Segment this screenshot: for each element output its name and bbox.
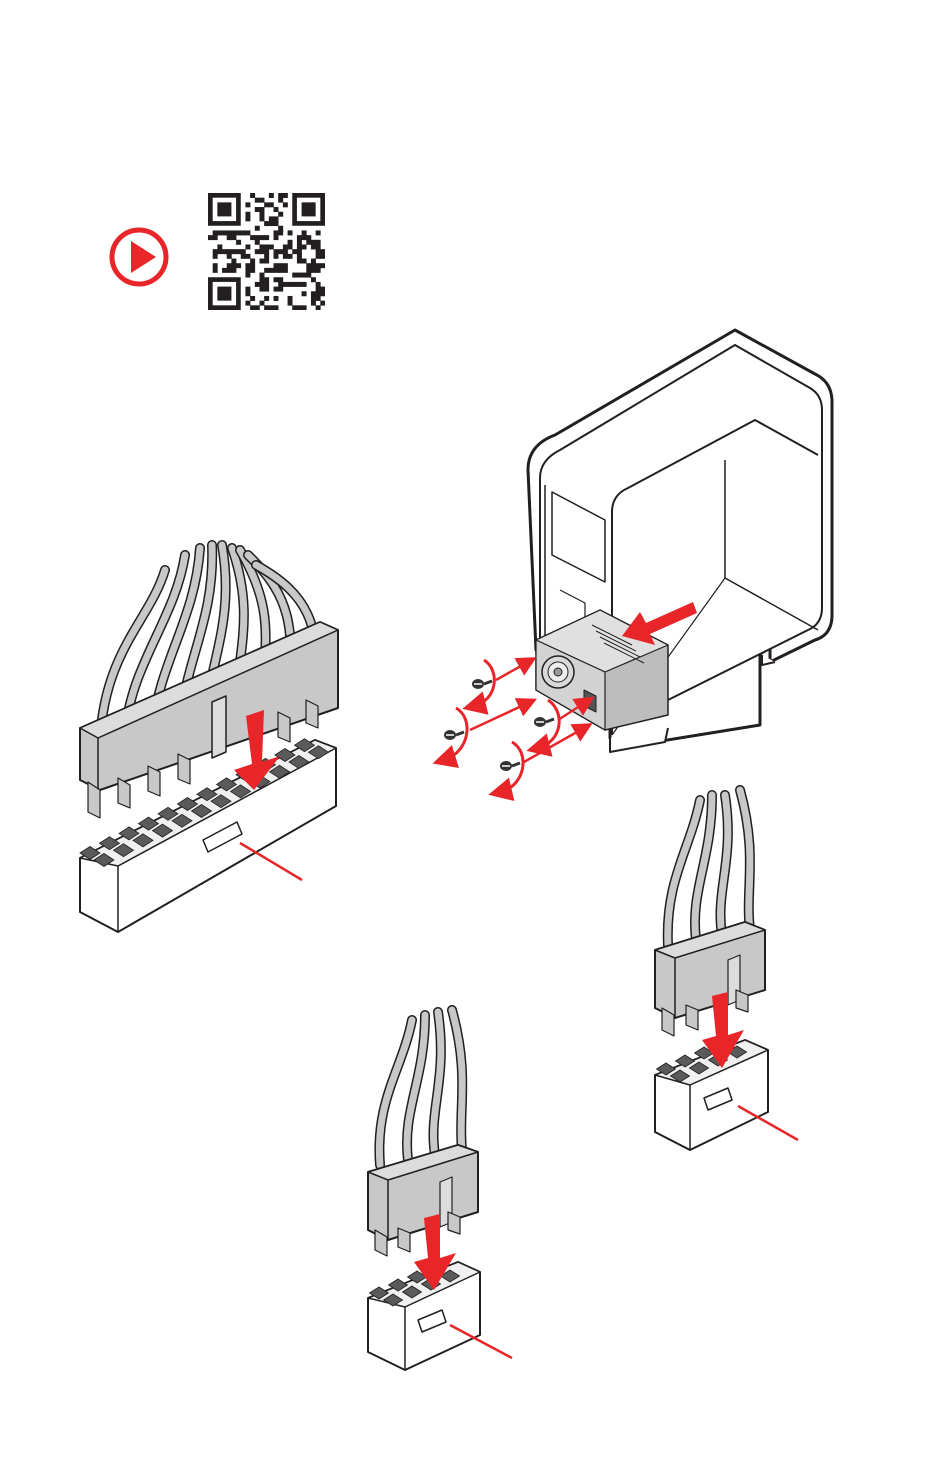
case-psu-install-illustration: [528, 330, 832, 752]
eps-8pin-connector-illustration: [655, 790, 798, 1150]
pcie-8pin-connector-illustration: [368, 1010, 512, 1370]
screw-icon: [472, 679, 492, 689]
screw-icon: [444, 730, 464, 740]
screw-icon: [534, 717, 554, 727]
screw-icon: [500, 761, 520, 771]
atx-24pin-connector-illustration: [80, 545, 338, 932]
